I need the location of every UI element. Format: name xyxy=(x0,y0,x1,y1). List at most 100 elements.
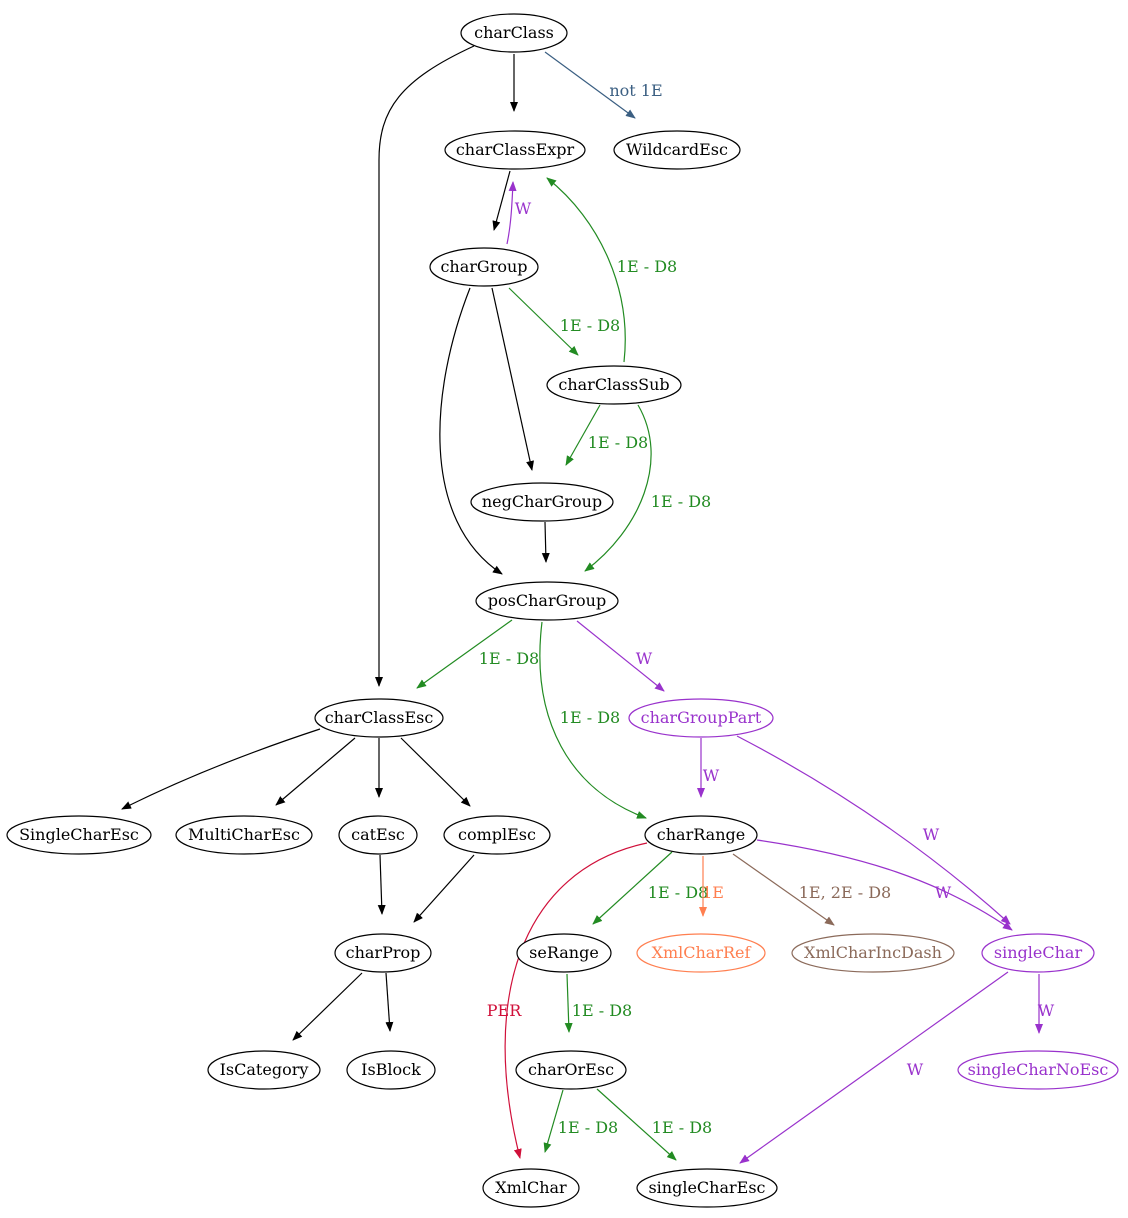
node-label: seRange xyxy=(529,943,599,962)
node-ellipse xyxy=(338,815,418,855)
edge-negCharGroup-to-posCharGroup xyxy=(541,521,550,563)
node-charOrEsc: charOrEsc xyxy=(515,1050,627,1090)
edge-label: 1E, 2E - D8 xyxy=(799,883,891,902)
node-ellipse xyxy=(334,933,432,973)
node-ellipse xyxy=(636,933,766,973)
edge-label: 1E - D8 xyxy=(648,883,708,902)
edge-line xyxy=(596,1088,677,1161)
node-ellipse xyxy=(791,933,955,973)
edge-charRange-to-seRange: 1E - D8 xyxy=(592,851,708,925)
edge-label: W xyxy=(515,199,532,218)
edge-line xyxy=(732,853,835,926)
edge-charClassEsc-to-complEsc xyxy=(400,737,471,807)
edge-line xyxy=(275,737,356,806)
edge-label: 1E - D8 xyxy=(652,1118,712,1137)
edge-line xyxy=(539,621,647,819)
edge-label: W xyxy=(923,825,940,844)
edge-charGroup-to-negCharGroup xyxy=(491,287,534,471)
node-label: singleCharNoEsc xyxy=(968,1060,1109,1079)
edge-charClassSub-to-charClassExpr: 1E - D8 xyxy=(546,177,677,363)
node-ellipse xyxy=(6,815,152,855)
edge-line xyxy=(736,735,1011,925)
edge-charOrEsc-to-XmlChar: 1E - D8 xyxy=(543,1089,618,1153)
edge-charProp-to-IsBlock xyxy=(385,972,394,1032)
node-ellipse xyxy=(981,933,1095,973)
node-SingleCharEsc: SingleCharEsc xyxy=(6,815,152,855)
edge-line xyxy=(377,854,386,915)
edge-charRange-to-XmlCharRef: 1E xyxy=(699,856,724,917)
edge-posCharGroup-to-charClassEsc: 1E - D8 xyxy=(416,619,539,689)
edge-line xyxy=(565,404,601,466)
node-label: charClassExpr xyxy=(456,140,575,159)
node-ellipse xyxy=(429,247,539,287)
node-charProp: charProp xyxy=(334,933,432,973)
node-IsCategory: IsCategory xyxy=(207,1050,321,1090)
node-singleCharNoEsc: singleCharNoEsc xyxy=(957,1050,1119,1090)
edge-line xyxy=(385,972,394,1032)
edge-complEsc-to-charProp xyxy=(413,854,475,923)
node-ellipse xyxy=(957,1050,1119,1090)
edge-line xyxy=(543,1089,564,1153)
edge-line xyxy=(121,728,321,810)
edge-label: 1E - D8 xyxy=(479,649,539,668)
edge-charClassSub-to-negCharGroup: 1E - D8 xyxy=(565,404,648,466)
edge-label: 1E - D8 xyxy=(560,316,620,335)
edge-line xyxy=(506,181,517,245)
node-ellipse xyxy=(346,1050,436,1090)
node-label: charClassSub xyxy=(558,375,669,394)
node-label: catEsc xyxy=(351,825,405,844)
edge-line xyxy=(416,619,513,689)
edge-line xyxy=(544,51,636,119)
node-singleChar: singleChar xyxy=(981,933,1095,973)
node-ellipse xyxy=(482,1168,580,1208)
edge-line xyxy=(492,170,511,231)
node-seRange: seRange xyxy=(516,933,612,973)
edge-singleChar-to-singleCharEsc: W xyxy=(739,971,1009,1164)
edge-charGroup-to-charClassExpr: W xyxy=(506,181,532,245)
node-ellipse xyxy=(644,815,758,855)
node-ellipse xyxy=(546,365,682,405)
node-MultiCharEsc: MultiCharEsc xyxy=(175,815,313,855)
node-ellipse xyxy=(314,698,444,738)
edge-charGroup-to-charClassSub: 1E - D8 xyxy=(508,287,620,356)
node-ellipse xyxy=(175,815,313,855)
edge-charClassExpr-to-charGroup xyxy=(492,170,511,231)
edge-line xyxy=(439,287,503,575)
node-ellipse xyxy=(443,815,551,855)
edge-singleChar-to-singleCharNoEsc: W xyxy=(1035,974,1055,1034)
edge-label: 1E - D8 xyxy=(617,257,677,276)
edge-line xyxy=(491,287,534,471)
edge-label: W xyxy=(907,1060,924,1079)
node-IsBlock: IsBlock xyxy=(346,1050,436,1090)
node-label: MultiCharEsc xyxy=(188,825,300,844)
node-charGroupPart: charGroupPart xyxy=(628,698,774,738)
edge-line xyxy=(584,404,652,572)
node-label: complEsc xyxy=(458,825,536,844)
edge-line xyxy=(739,971,1009,1164)
edge-label: W xyxy=(636,649,653,668)
node-label: posCharGroup xyxy=(488,591,606,610)
edge-label: 1E - D8 xyxy=(558,1118,618,1137)
edge-label: W xyxy=(1038,1001,1055,1020)
edge-line xyxy=(413,854,475,923)
edge-label: W xyxy=(935,883,952,902)
node-label: XmlCharIncDash xyxy=(804,943,942,962)
edge-charRange-to-XmlCharIncDash: 1E, 2E - D8 xyxy=(732,853,891,926)
edge-charGroup-to-posCharGroup xyxy=(439,287,503,575)
edge-charProp-to-IsCategory xyxy=(292,972,363,1041)
edge-line xyxy=(292,972,363,1041)
node-charClassSub: charClassSub xyxy=(546,365,682,405)
node-ellipse xyxy=(475,581,619,621)
node-label: charClassEsc xyxy=(325,708,434,727)
edge-charRange-to-singleChar: W xyxy=(756,839,1013,931)
edge-line xyxy=(576,620,665,692)
node-WildcardEsc: WildcardEsc xyxy=(613,130,741,170)
edge-line xyxy=(400,737,471,807)
edge-charClass-to-charClassEsc xyxy=(375,45,475,687)
node-label: negCharGroup xyxy=(482,492,602,511)
node-catEsc: catEsc xyxy=(338,815,418,855)
edge-posCharGroup-to-charRange: 1E - D8 xyxy=(539,621,647,819)
node-label: WildcardEsc xyxy=(626,140,728,159)
